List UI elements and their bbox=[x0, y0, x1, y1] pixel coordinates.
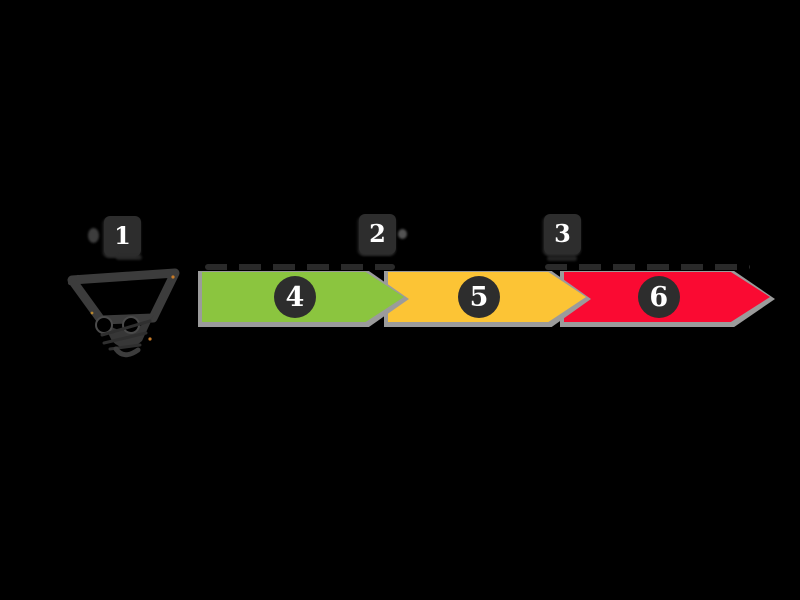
step-number: 5 bbox=[469, 281, 489, 313]
sketch-smudge bbox=[116, 255, 142, 260]
arrow-body-red: 6 bbox=[564, 272, 770, 322]
marker-2: 2 bbox=[359, 214, 396, 254]
marker-2-label: 2 bbox=[369, 219, 386, 248]
process-arrow-step-4: 4 bbox=[198, 271, 409, 327]
marker-1-label: 1 bbox=[114, 221, 131, 250]
step-number-circle: 4 bbox=[273, 276, 316, 318]
sketch-smudge bbox=[398, 229, 407, 239]
step-number: 6 bbox=[649, 281, 669, 313]
process-arrow-step-5: 5 bbox=[384, 271, 591, 327]
sketch-smudge bbox=[88, 228, 99, 243]
sketch-overline bbox=[205, 264, 395, 270]
arrow-body-yellow: 5 bbox=[388, 272, 586, 322]
arrow-body-green: 4 bbox=[202, 272, 404, 322]
process-arrow-step-6: 6 bbox=[560, 271, 775, 327]
hand-drawn-doodle-icon bbox=[67, 268, 180, 358]
sketch-overline bbox=[545, 264, 750, 270]
step-number: 4 bbox=[285, 281, 305, 313]
step-number-circle: 6 bbox=[637, 276, 680, 318]
marker-3: 3 bbox=[544, 214, 581, 254]
step-number-circle: 5 bbox=[458, 276, 501, 318]
sketch-smudge bbox=[547, 256, 577, 261]
marker-1: 1 bbox=[104, 216, 141, 256]
marker-3-label: 3 bbox=[554, 219, 571, 248]
